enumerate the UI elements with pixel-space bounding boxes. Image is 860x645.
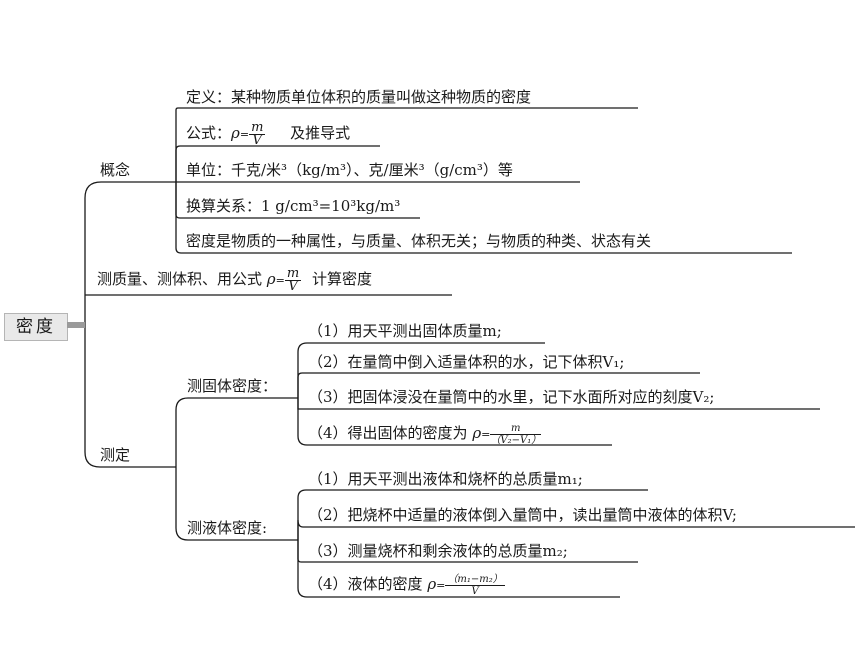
- formula-rho: ρ: [231, 124, 240, 142]
- concept-label: 概念: [100, 161, 131, 179]
- method-numerator: m: [284, 265, 302, 281]
- liquid-eq: =: [436, 579, 446, 592]
- method-suffix: 计算密度: [311, 270, 372, 288]
- liquid-step-4-prefix: （4）液体的密度: [308, 575, 423, 593]
- solid-eq: =: [481, 428, 491, 441]
- branch-concept: [84, 181, 176, 322]
- formula-prefix: 公式：: [186, 124, 232, 142]
- units-text: 单位：千克/米³（kg/m³）、克/厘米³（g/cm³）等: [186, 161, 513, 179]
- formula-suffix: 及推导式: [290, 124, 351, 142]
- solid-rho: ρ: [472, 424, 482, 442]
- method-eq: =: [275, 274, 285, 287]
- liquid-rho: ρ: [427, 575, 437, 593]
- solid-step-2: （2）在量筒中倒入适量体积的水，记下体积V₁;: [308, 353, 625, 371]
- solid-fraction: m（V₂−V₁）: [490, 423, 542, 446]
- formula-numerator: m: [249, 119, 266, 135]
- root-node: 密度: [4, 313, 68, 341]
- liquid-denominator: V: [471, 585, 479, 597]
- solid-step-4: （4）得出固体的密度为 ρ=m（V₂−V₁）: [308, 421, 542, 447]
- solid-label: 测固体密度：: [187, 377, 278, 395]
- liquid-step-1: （1）用天平测出液体和烧杯的总质量m₁;: [308, 470, 583, 488]
- method-prefix: 测质量、测体积、用公式: [97, 270, 263, 288]
- solid-step-4-prefix: （4）得出固体的密度为: [308, 424, 468, 442]
- measure-label: 测定: [100, 446, 131, 464]
- liquid-fraction: （m₁−m₂）V: [445, 573, 505, 597]
- branch-measure: [84, 322, 176, 468]
- solid-numerator: m: [490, 423, 542, 435]
- formula-eq: =: [239, 128, 250, 141]
- solid-denominator: （V₂−V₁）: [490, 434, 542, 446]
- formula-denominator: V: [252, 132, 262, 148]
- method-denominator: V: [288, 278, 298, 294]
- liquid-step-4: （4）液体的密度 ρ=（m₁−m₂）V: [308, 571, 505, 599]
- conversion-text: 换算关系：1 g/cm³=10³kg/m³: [186, 197, 401, 215]
- solid-step-1: （1）用天平测出固体质量m;: [308, 322, 502, 340]
- definition-text: 定义：某种物质单位体积的质量叫做这种物质的密度: [186, 88, 532, 106]
- liquid-step-3: （3）测量烧杯和剩余液体的总质量m₂;: [308, 542, 568, 560]
- liquid-step-2: （2）把烧杯中适量的液体倒入量筒中，读出量筒中液体的体积V;: [308, 506, 737, 524]
- root-connector: [67, 322, 85, 328]
- property-text: 密度是物质的一种属性，与质量、体积无关；与物质的种类、状态有关: [186, 232, 652, 250]
- liquid-numerator: （m₁−m₂）: [445, 573, 505, 586]
- liquid-label: 测液体密度:: [187, 519, 268, 537]
- method-rho: ρ: [266, 270, 276, 288]
- solid-step-3: （3）把固体浸没在量筒中的水里，记下水面所对应的刻度V₂;: [308, 388, 715, 406]
